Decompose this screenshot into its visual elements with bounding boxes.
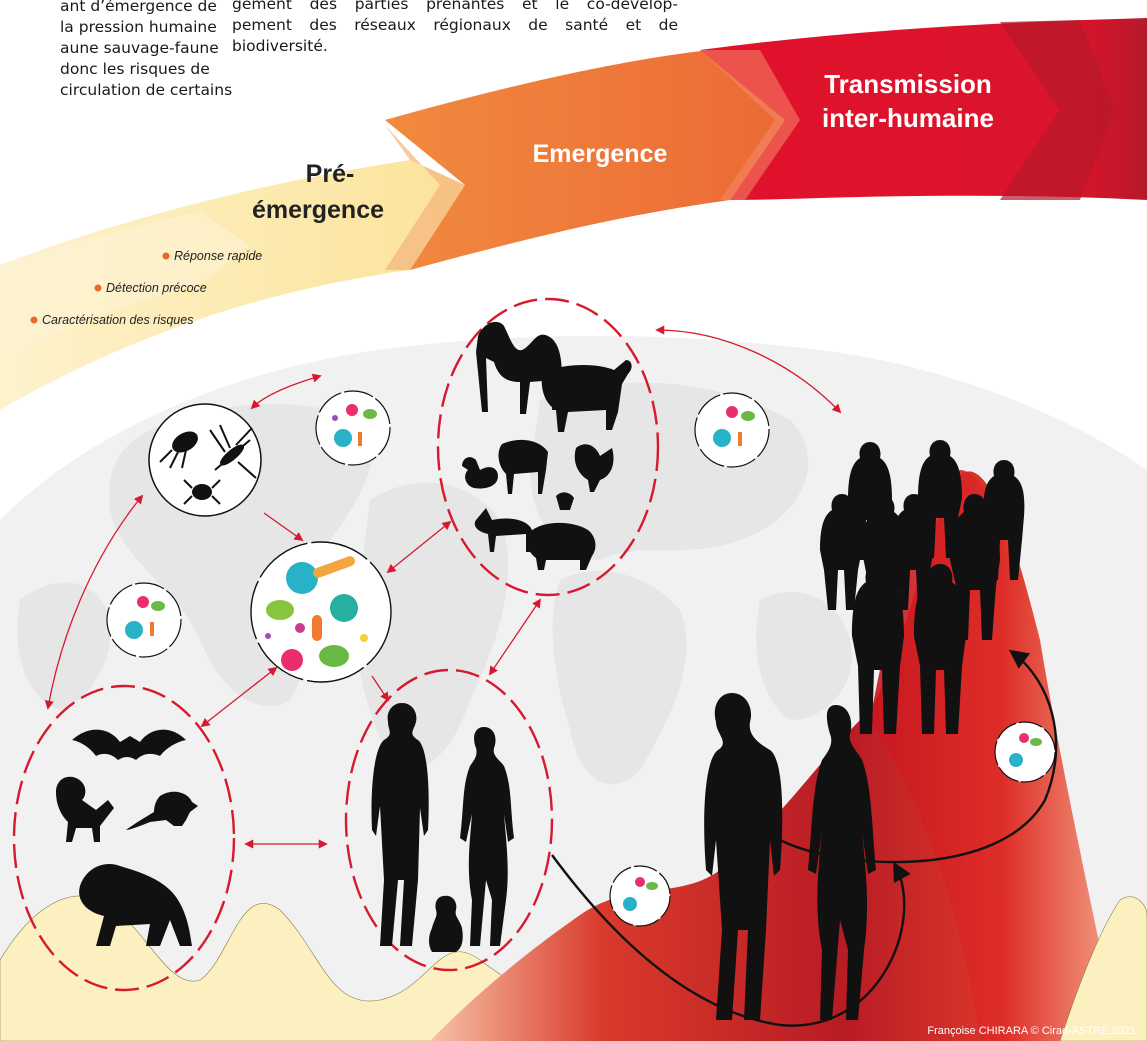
pig-icon: [526, 522, 596, 570]
pathogen-circle-small: [694, 392, 770, 468]
sheep-icon: [498, 439, 548, 494]
pathogen-circle-large: [250, 541, 392, 683]
camel-icon: [476, 321, 562, 414]
person-icon: [914, 564, 966, 734]
action-rapid-response: Réponse rapide: [174, 249, 262, 263]
woman-icon: [808, 705, 876, 1020]
tick-icon: [183, 479, 221, 505]
paragraph-line: biodiversité.: [232, 37, 328, 55]
bat-icon: [72, 729, 186, 760]
person-icon: [892, 494, 934, 610]
stakeholder-paragraph: gement des parties prenantes et le co-dé…: [232, 0, 678, 57]
intro-line: aune sauvage-faune: [60, 39, 219, 57]
mosquito-icon: [209, 424, 257, 479]
woman-icon: [460, 727, 514, 946]
intro-line: circulation de certains: [60, 81, 233, 99]
man-icon: [704, 693, 783, 1020]
stage-ribbon: [0, 18, 1147, 410]
paragraph-line: pement des réseaux régionaux de santé et…: [232, 16, 678, 34]
human-crowd: [820, 440, 1025, 734]
intro-paragraph: ant d’émergence de la pression humaine a…: [60, 0, 233, 101]
cow-icon: [541, 360, 632, 432]
human-outline: [344, 668, 554, 972]
bullet-icon: [30, 316, 38, 324]
pathogen-circle-small: [315, 390, 391, 466]
credit-text: Françoise CHIRARA © Cirad-ASTRE,2021: [927, 1025, 1136, 1037]
pathogen-circle-small: [609, 865, 671, 927]
flea-icon: [159, 431, 198, 469]
child-icon: [429, 895, 463, 952]
bullet-icon: [94, 284, 102, 292]
duck-icon: [462, 457, 498, 489]
intro-line: la pression humaine: [60, 18, 217, 36]
emergence-title: Emergence: [533, 140, 668, 168]
transmission-title-2: inter-humaine: [822, 103, 994, 133]
pre-emergence-title-2: émergence: [252, 196, 384, 224]
emergence-band: [385, 50, 785, 270]
stage-titles: Pré- émergence Emergence Transmission in…: [252, 69, 994, 224]
livestock-outline: [436, 297, 660, 597]
intro-line: donc les risques de: [60, 60, 210, 78]
livestock-group: [462, 321, 632, 570]
hen-icon: [556, 492, 574, 510]
pathogen-circle-small: [106, 582, 182, 658]
foreground-couple: [704, 693, 876, 1020]
human-group: [371, 703, 514, 952]
monkey-icon: [56, 776, 114, 842]
man-icon: [371, 703, 429, 946]
wildlife-group: [56, 729, 198, 946]
transmission-links: [44, 325, 842, 849]
goat-icon: [474, 508, 532, 552]
pathogen-circle-small: [994, 721, 1056, 783]
action-risk-characterisation: Caractérisation des risques: [42, 313, 193, 327]
rat-icon: [126, 791, 198, 830]
transmission-title-1: Transmission: [824, 69, 992, 99]
action-list: Réponse rapide Détection précoce Caracté…: [30, 249, 262, 327]
action-early-detection: Détection précoce: [106, 281, 207, 295]
pre-emergence-title-1: Pré-: [306, 160, 355, 188]
intro-line: ant d’émergence de: [60, 0, 217, 15]
group-outlines: [12, 297, 660, 992]
person-icon: [852, 564, 904, 734]
rooster-icon: [574, 444, 614, 492]
pre-emergence-band: [0, 160, 465, 410]
gorilla-icon: [79, 864, 192, 946]
paragraph-line: gement des parties prenantes et le co-dé…: [232, 0, 678, 13]
wildlife-outline: [12, 684, 236, 992]
vectors-group: [148, 403, 262, 517]
person-icon: [820, 494, 862, 610]
bullet-icon: [162, 252, 170, 260]
